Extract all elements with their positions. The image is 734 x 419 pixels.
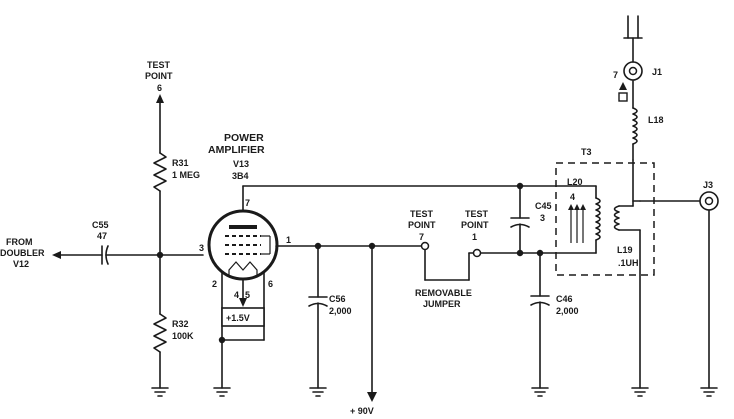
c55-value: 47 — [97, 231, 107, 241]
filament-arrow-icon — [239, 298, 247, 307]
jack-j3: J3 — [699, 180, 719, 397]
tp7-number: 7 — [419, 232, 424, 242]
tp7-label-line1: TEST — [410, 209, 434, 219]
plus-90v-label: + 90V — [350, 406, 374, 416]
tp1-terminal — [472, 248, 482, 258]
t3-label: T3 — [581, 147, 592, 157]
capacitor-c46: C46 2,000 — [530, 252, 579, 397]
from-label-line1: FROM — [6, 237, 33, 247]
pin-4: 4 — [234, 290, 239, 300]
v13-label: V13 — [233, 159, 249, 169]
from-label-line2: DOUBLER — [0, 248, 45, 258]
tube-v13 — [207, 209, 279, 281]
test-point-6: TEST POINT 6 — [145, 60, 173, 103]
c55-label: C55 — [92, 220, 109, 230]
tp6-arrow-icon — [156, 94, 164, 103]
jumper-label-line1: REMOVABLE — [415, 288, 472, 298]
t3-shield-box — [555, 162, 655, 276]
capacitor-c56: C56 2,000 — [308, 245, 352, 397]
test-point-7: TEST POINT 7 — [408, 209, 436, 251]
supply-90v: + 90V — [350, 245, 377, 416]
jack-j1: J1 7 — [613, 15, 662, 102]
l19-label: L19 — [617, 245, 633, 255]
capacitor-c55: C55 47 — [92, 220, 204, 265]
transformer-t3: T3 L20 4 L19 .1UH — [539, 147, 704, 397]
pin-6: 6 — [268, 279, 273, 289]
r31-label: R31 — [172, 158, 189, 168]
pin-7: 7 — [245, 198, 250, 208]
resistor-r32: R32 100K — [153, 254, 194, 389]
l20-label: L20 — [567, 177, 583, 187]
c45-value: 3 — [540, 213, 545, 223]
c46-value: 2,000 — [556, 306, 579, 316]
c45-label: C45 — [535, 201, 552, 211]
plus-1-5v-label: +1.5V — [226, 313, 250, 323]
capacitor-c45: C45 3 — [510, 185, 552, 254]
j1-label: J1 — [652, 67, 662, 77]
r32-value: 100K — [172, 331, 194, 341]
tube-labels: POWER AMPLIFIER V13 3B4 — [208, 132, 265, 181]
r31-value: 1 MEG — [172, 170, 200, 180]
tank-node — [480, 249, 544, 257]
tp1-number: 1 — [472, 232, 477, 242]
tube-pin-numbers: 7 1 3 2 4 5 6 — [199, 198, 291, 300]
tp6-label-line2: POINT — [145, 71, 173, 81]
jumper-label-line2: JUMPER — [423, 299, 461, 309]
pin-2: 2 — [212, 279, 217, 289]
v13-type: 3B4 — [232, 171, 249, 181]
c46-label: C46 — [556, 294, 573, 304]
from-label-line3: V12 — [13, 259, 29, 269]
tp1-label-line1: TEST — [465, 209, 489, 219]
c56-label: C56 — [329, 294, 346, 304]
supply-arrow-icon — [367, 392, 377, 402]
tp1-label-line2: POINT — [461, 220, 489, 230]
resistor-r31: R31 1 MEG — [153, 101, 200, 256]
amplifier-label: AMPLIFIER — [208, 144, 265, 156]
ground-r32 — [151, 387, 169, 397]
plate-circuit — [242, 182, 597, 247]
filament-supply: +1.5V — [213, 271, 265, 397]
power-label: POWER — [224, 132, 264, 144]
tp7-label-line2: POINT — [408, 220, 436, 230]
inductor-l18: L18 — [632, 80, 664, 161]
input-arrow-icon — [52, 251, 61, 259]
c56-value: 2,000 — [329, 306, 352, 316]
j3-label: J3 — [703, 180, 713, 190]
pin-5: 5 — [245, 290, 250, 300]
l20-tap-number: 4 — [570, 192, 575, 202]
removable-jumper: REMOVABLE JUMPER — [415, 249, 474, 309]
test-point-1: TEST POINT 1 — [461, 209, 489, 258]
tp7-terminal — [420, 241, 430, 251]
pin-1: 1 — [286, 235, 291, 245]
tp6-label-line1: TEST — [147, 60, 171, 70]
tp6-number: 6 — [157, 83, 162, 93]
l18-label: L18 — [648, 115, 664, 125]
l19-value: .1UH — [618, 258, 639, 268]
j1-tap-number: 7 — [613, 70, 618, 80]
j1-tap-arrow-icon — [619, 82, 627, 90]
r32-label: R32 — [172, 319, 189, 329]
pin-3: 3 — [199, 243, 204, 253]
input-from-doubler: FROM DOUBLER V12 — [0, 237, 103, 269]
